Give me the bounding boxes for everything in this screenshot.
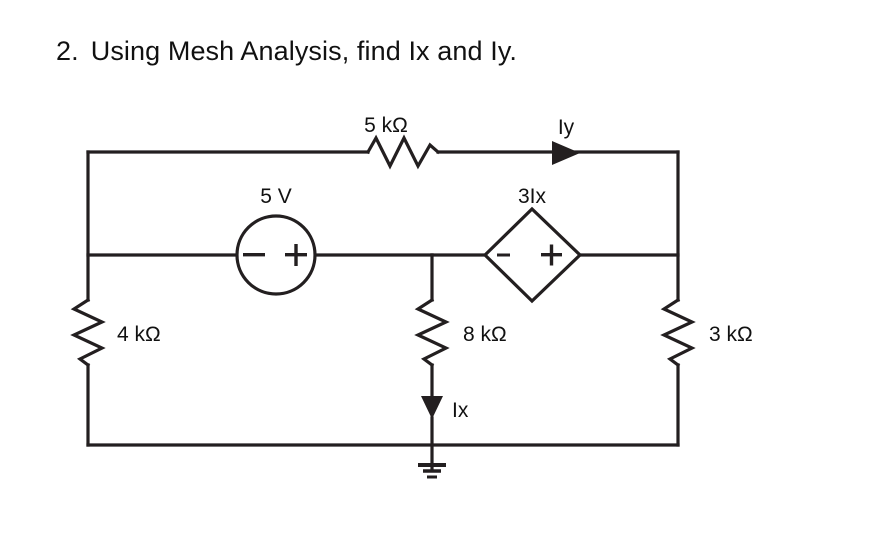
question-prompt: 2. Using Mesh Analysis, find Ix and Iy. (56, 34, 517, 68)
resistor-4k-label: 4 kΩ (117, 323, 161, 346)
voltage-source-minus-sign (243, 253, 265, 257)
current-iy-label: Iy (558, 116, 575, 139)
voltage-source-5v-label: 5 V (260, 185, 292, 208)
current-arrow-ix (421, 396, 443, 419)
dependent-source-minus-sign (497, 253, 510, 257)
resistor-3k-label: 3 kΩ (709, 323, 753, 346)
resistor-3k-symbol (660, 297, 696, 368)
question-number: 2. (56, 36, 79, 66)
dependent-source-3ix-symbol (482, 206, 583, 304)
dependent-source-3ix-label: 3Ix (518, 185, 547, 208)
question-text: Using Mesh Analysis, find Ix and Iy. (90, 36, 518, 66)
resistor-8k-label: 8 kΩ (463, 323, 507, 346)
resistor-5k-symbol (365, 134, 441, 170)
dependent-source-plus-sign (541, 244, 562, 266)
voltage-source-plus-sign (285, 244, 307, 266)
resistor-5k-label: 5 kΩ (364, 114, 408, 137)
ground-symbol (418, 463, 446, 479)
resistor-4k-symbol (70, 297, 106, 368)
current-ix-label: Ix (452, 399, 469, 422)
current-arrow-iy (552, 141, 580, 165)
voltage-source-5v-symbol (235, 214, 317, 296)
resistor-8k-symbol (414, 297, 450, 368)
